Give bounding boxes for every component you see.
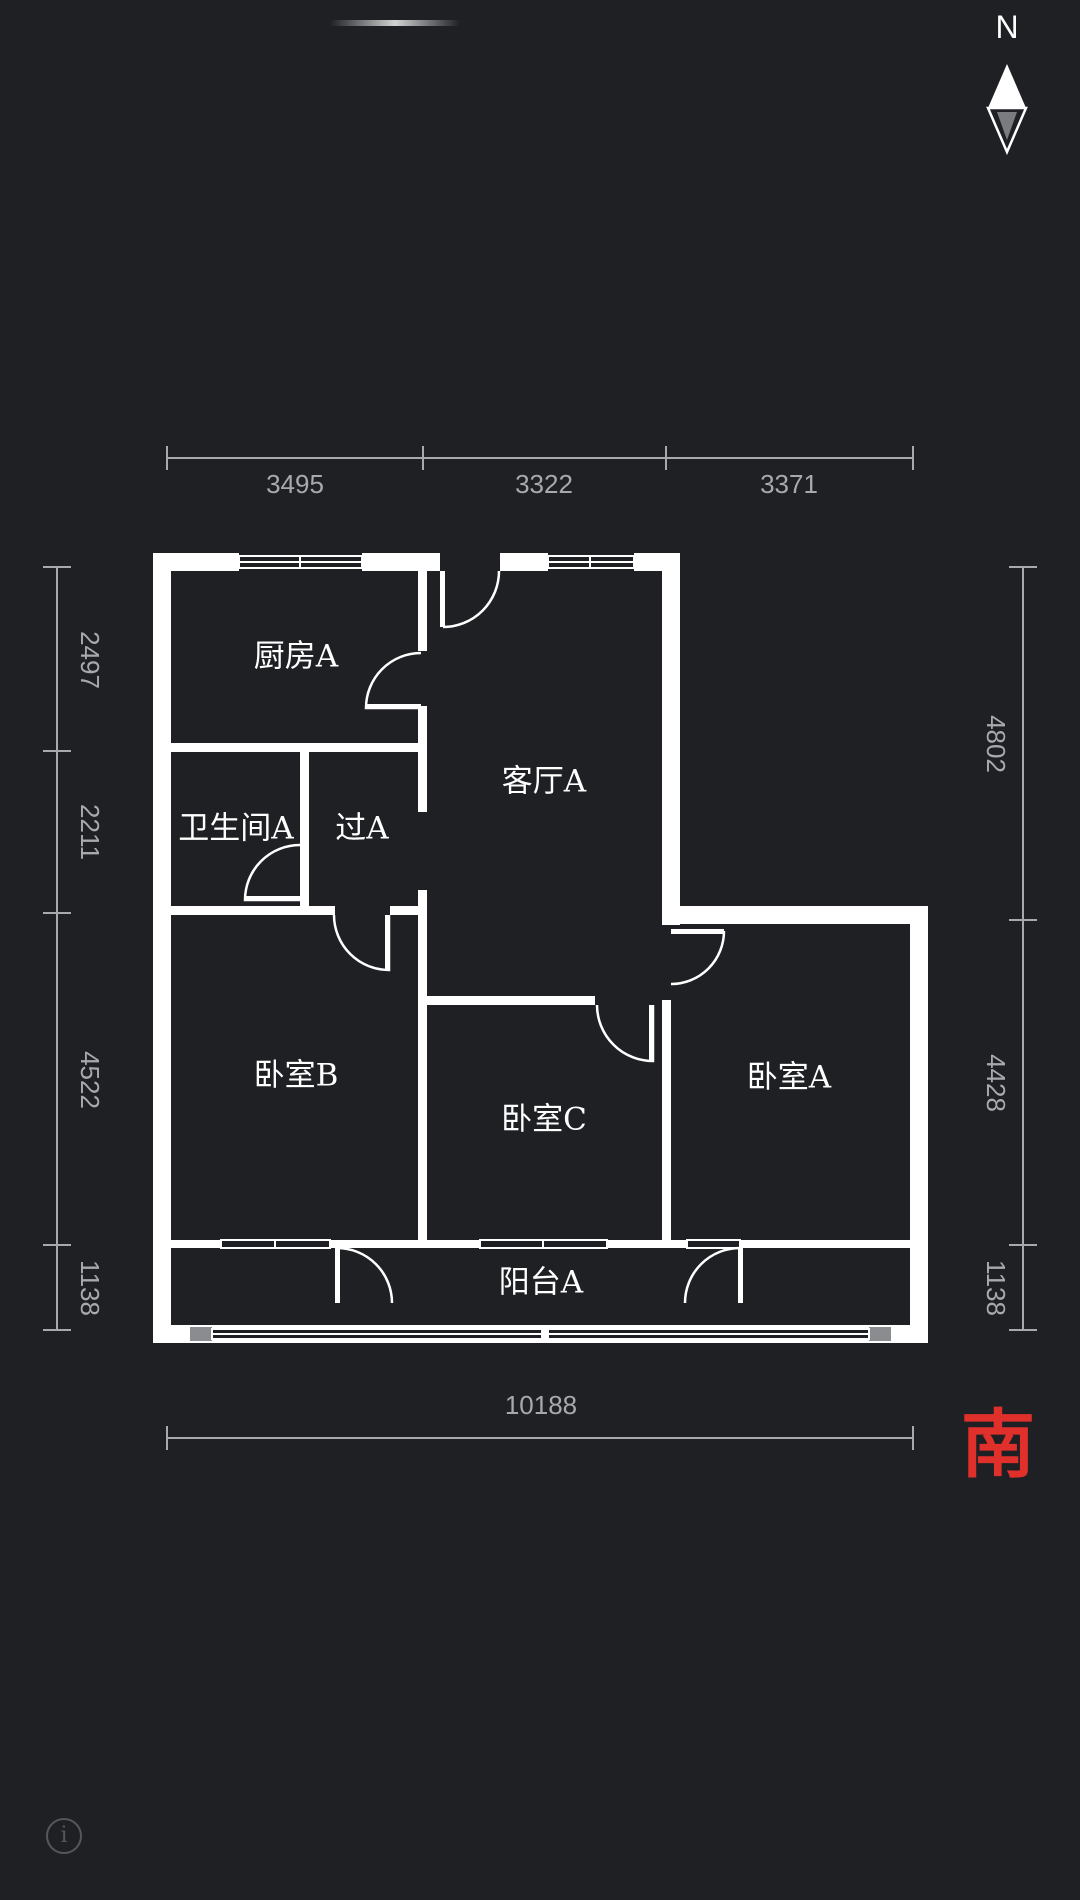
- compass: N: [986, 9, 1028, 156]
- doors: [243, 570, 743, 1304]
- dim-left-2: 2211: [75, 804, 105, 860]
- top-dimension: 3495 3322 3371: [166, 446, 914, 499]
- compass-north-label: N: [995, 9, 1018, 45]
- room-bedroom-b: 卧室B: [254, 1058, 339, 1094]
- dim-top-3: 3371: [760, 469, 818, 499]
- dim-right-1: 4802: [981, 715, 1011, 773]
- right-dimension: 4802 4428 1138: [981, 566, 1037, 1331]
- room-bathroom: 卫生间A: [178, 811, 294, 847]
- info-icon[interactable]: i: [46, 1818, 82, 1854]
- dim-bottom-total: 10188: [505, 1390, 577, 1420]
- south-marker: 南: [961, 1402, 1035, 1488]
- room-kitchen: 厨房A: [254, 639, 339, 675]
- room-living: 客厅A: [502, 764, 587, 800]
- room-bedroom-a: 卧室A: [747, 1060, 832, 1096]
- room-balcony: 阳台A: [499, 1265, 584, 1301]
- walls: [153, 553, 928, 1343]
- drag-handle: [330, 20, 460, 26]
- room-labels: 厨房A 客厅A 卫生间A 过A 卧室B 卧室C 卧室A 阳台A: [178, 639, 831, 1301]
- dim-top-1: 3495: [266, 469, 324, 499]
- dim-left-4: 1138: [75, 1260, 105, 1316]
- compass-south-arrow-icon: [986, 106, 1028, 156]
- dim-right-3: 1138: [981, 1260, 1011, 1316]
- bottom-dimension: 10188: [166, 1390, 914, 1450]
- left-dimension: 2497 2211 4522 1138: [43, 566, 105, 1331]
- compass-north-arrow-icon: [988, 64, 1026, 108]
- dim-left-1: 2497: [75, 631, 105, 689]
- windows: [190, 555, 891, 1341]
- room-bedroom-c: 卧室C: [501, 1102, 587, 1138]
- dim-left-3: 4522: [75, 1051, 105, 1109]
- dim-top-2: 3322: [515, 469, 573, 499]
- room-passage: 过A: [335, 811, 389, 847]
- dim-right-2: 4428: [981, 1054, 1011, 1112]
